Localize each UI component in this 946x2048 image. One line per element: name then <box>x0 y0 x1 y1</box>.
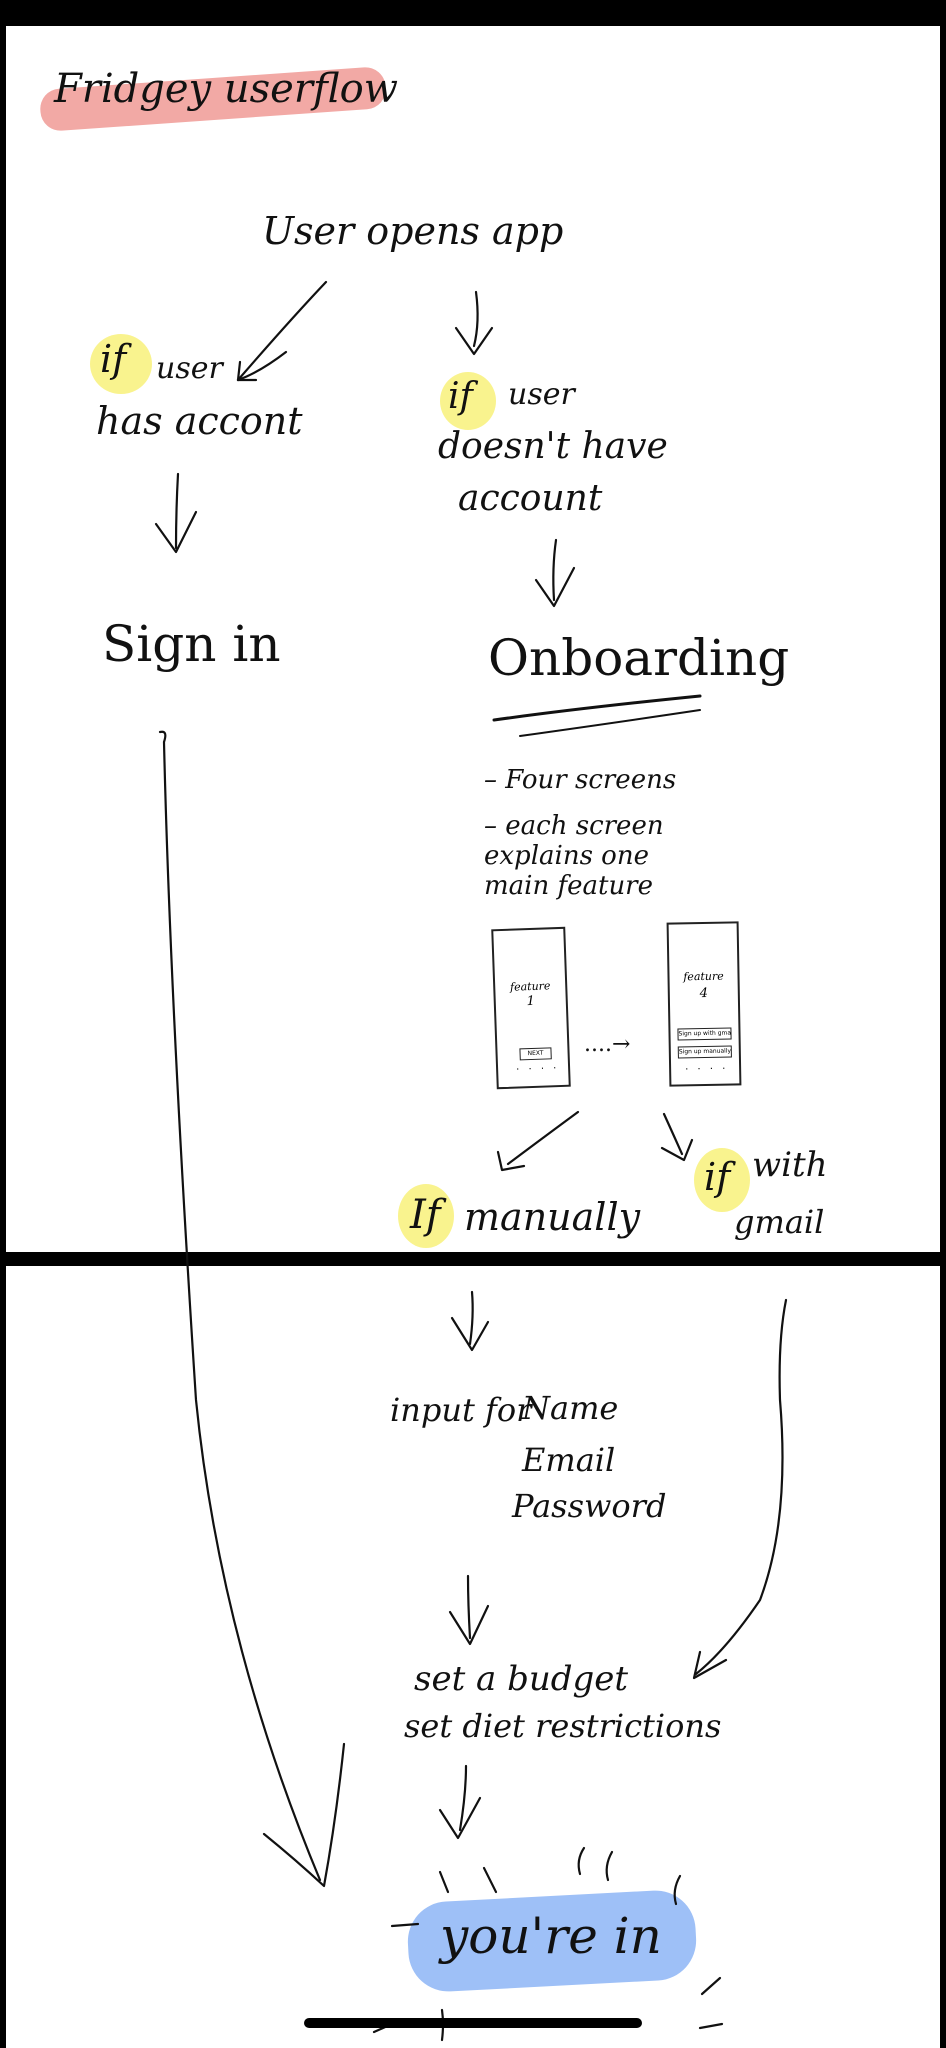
sign-in-node: Sign in <box>102 615 281 673</box>
branch-has-account-prefix: if <box>100 337 127 381</box>
setup-budget: set a budget <box>414 1659 629 1699</box>
branch-manual-text: manually <box>464 1195 641 1239</box>
phone-feature-label: feature <box>683 969 724 984</box>
onboarding-bullet: – each screen explains one main feature <box>484 811 664 901</box>
if-highlight <box>694 1148 750 1212</box>
input-field-name: Name <box>522 1389 619 1427</box>
onboarding-title: Onboarding <box>488 629 790 687</box>
setup-diet: set diet restrictions <box>404 1707 722 1745</box>
if-highlight <box>398 1184 454 1248</box>
gmail-signup-button-sketch: Sign up with gmail <box>677 1027 732 1041</box>
onboarding-bullet-text: Four screens <box>505 765 677 795</box>
final-node: you're in <box>440 1907 662 1965</box>
manual-signup-button-sketch: Sign up manually <box>677 1045 732 1059</box>
phone-sketch-feature-1: feature 1 NEXT · · · · <box>491 926 571 1090</box>
branch-has-account-line2: has accont <box>96 399 303 443</box>
input-field-email: Email <box>522 1441 616 1479</box>
page-title: Fridgey userflow <box>54 66 398 112</box>
branch-gmail-line1: with <box>752 1145 828 1185</box>
if-highlight <box>440 372 496 430</box>
start-node: User opens app <box>262 209 564 253</box>
onboarding-bullet-text: each screen explains one main feature <box>484 811 664 901</box>
input-lead: input for <box>390 1391 532 1429</box>
next-button-sketch: NEXT <box>519 1047 552 1061</box>
branch-no-account-line1: user <box>508 377 575 412</box>
branch-gmail-prefix: if <box>704 1155 731 1199</box>
phone-feature-label: feature <box>509 979 551 994</box>
branch-no-account-prefix: if <box>448 376 473 417</box>
if-highlight <box>90 334 152 394</box>
phone-sketch-feature-4: feature 4 Sign up with gmail Sign up man… <box>666 921 742 1087</box>
phone-feature-number: 1 <box>526 993 536 1010</box>
branch-no-account-line2: doesn't have <box>438 426 668 467</box>
branch-has-account-line1: user <box>156 351 223 386</box>
page-dots: · · · · <box>515 1063 560 1076</box>
phone-feature-number: 4 <box>699 985 709 1002</box>
home-indicator <box>304 2018 642 2028</box>
screen-continuation-arrow: ....→ <box>584 1032 631 1057</box>
branch-gmail-line2: gmail <box>734 1203 825 1241</box>
branch-no-account-line3: account <box>458 478 603 519</box>
input-field-password: Password <box>512 1487 667 1525</box>
branch-manual-prefix: If <box>410 1192 441 1238</box>
onboarding-bullet: – Four screens <box>484 765 677 795</box>
page-dots: · · · · <box>685 1063 729 1076</box>
